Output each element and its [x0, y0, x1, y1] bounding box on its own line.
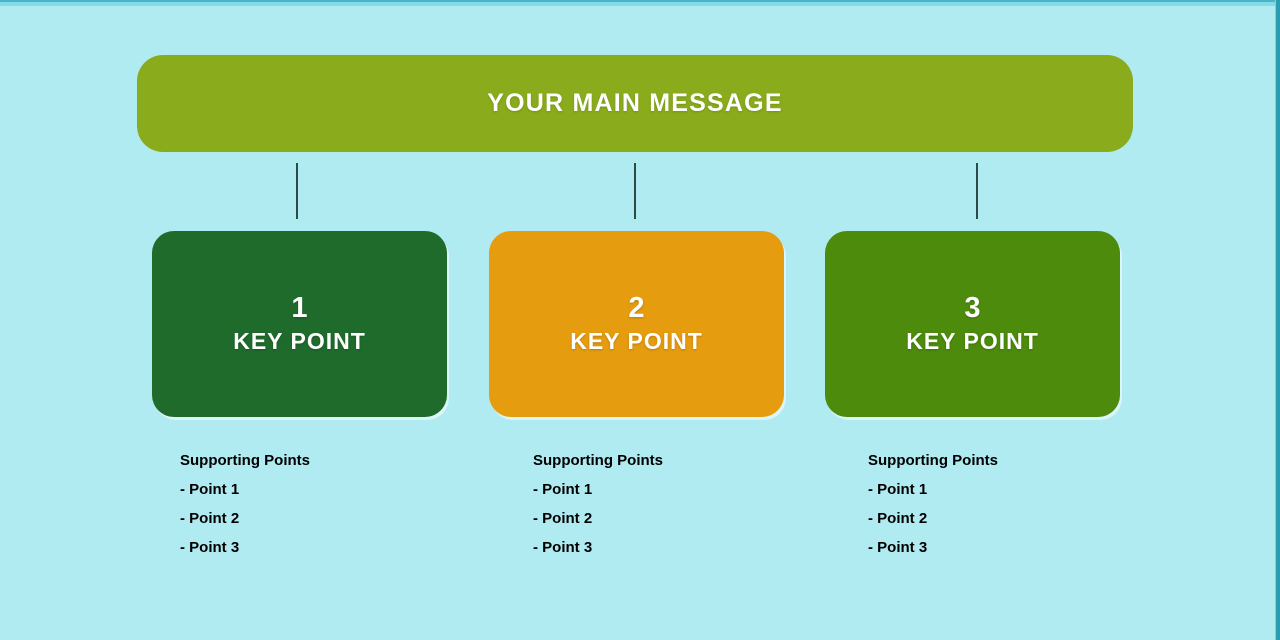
supporting-points-column-1: Supporting Points - Point 1 - Point 2 - … [180, 452, 480, 557]
supporting-point-item: - Point 2 [533, 510, 593, 527]
key-point-number-1: 1 [291, 292, 308, 325]
right-border [1275, 0, 1280, 640]
key-point-box-2: 2 KEY POINT [489, 231, 784, 417]
supporting-point-item: - Point 3 [180, 539, 240, 556]
main-message-box: YOUR MAIN MESSAGE [137, 55, 1133, 152]
key-point-box-3: 3 KEY POINT [825, 231, 1120, 417]
supporting-point-item: - Point 2 [180, 510, 240, 527]
supporting-point-item: - Point 1 [180, 481, 240, 498]
key-point-number-2: 2 [628, 292, 645, 325]
top-border [0, 0, 1280, 6]
supporting-points-title: Supporting Points [868, 452, 998, 469]
supporting-point-item: - Point 3 [868, 539, 928, 556]
supporting-point-item: - Point 1 [868, 481, 928, 498]
main-message-label: YOUR MAIN MESSAGE [487, 89, 783, 117]
key-point-label-3: KEY POINT [906, 327, 1039, 354]
key-point-label-2: KEY POINT [570, 327, 703, 354]
connector-line-1 [296, 163, 298, 219]
connector-line-3 [976, 163, 978, 219]
supporting-point-item: - Point 3 [533, 539, 593, 556]
supporting-points-column-2: Supporting Points - Point 1 - Point 2 - … [533, 452, 833, 557]
supporting-point-item: - Point 1 [533, 481, 593, 498]
key-point-box-1: 1 KEY POINT [152, 231, 447, 417]
key-point-number-3: 3 [964, 292, 981, 325]
supporting-points-title: Supporting Points [533, 452, 663, 469]
supporting-points-title: Supporting Points [180, 452, 310, 469]
supporting-points-column-3: Supporting Points - Point 1 - Point 2 - … [868, 452, 1168, 557]
connector-line-2 [634, 163, 636, 219]
supporting-point-item: - Point 2 [868, 510, 928, 527]
key-point-label-1: KEY POINT [233, 327, 366, 354]
